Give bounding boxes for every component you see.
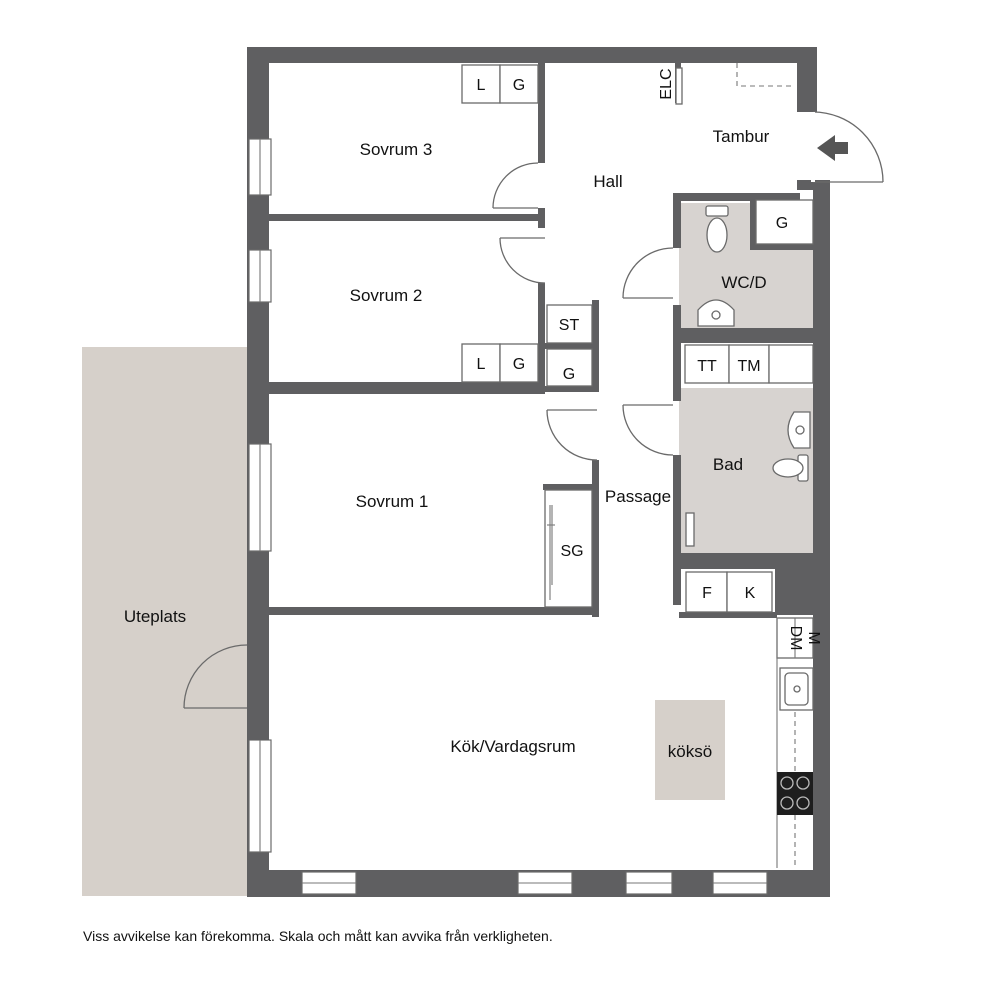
room-label-wcd: WC/D bbox=[721, 273, 766, 292]
fixture-label-st: ST bbox=[559, 317, 580, 334]
fixture-label-tm: TM bbox=[737, 358, 760, 375]
room-label-passage: Passage bbox=[605, 487, 671, 506]
interior-walls bbox=[247, 63, 815, 740]
room-label-tambur: Tambur bbox=[713, 127, 770, 146]
entrance-arrow-icon bbox=[817, 135, 848, 161]
stove-icon bbox=[777, 772, 813, 815]
room-label-bad: Bad bbox=[713, 455, 743, 474]
room-label-hall: Hall bbox=[593, 172, 622, 191]
fixture-label-dm: DM bbox=[787, 626, 804, 651]
windows bbox=[248, 138, 768, 895]
toilet-icon bbox=[705, 205, 809, 482]
room-label-sovrum1: Sovrum 1 bbox=[356, 492, 429, 511]
fixture-boxes bbox=[461, 64, 814, 868]
fixture-label-m: M bbox=[805, 631, 822, 644]
fixture-label-elc: ELC bbox=[658, 68, 675, 99]
entrance-doorway bbox=[811, 112, 815, 182]
sink-icon bbox=[697, 299, 814, 711]
fixture-label-k: K bbox=[745, 585, 756, 602]
room-label-koksö: köksö bbox=[668, 742, 712, 761]
disclaimer-text: Viss avvikelse kan förekomma. Skala och … bbox=[83, 928, 553, 944]
fixture-label-tt: TT bbox=[697, 358, 717, 375]
terrace-area bbox=[82, 347, 249, 896]
fixture-label-g: G bbox=[776, 215, 788, 232]
fixture-label-l: L bbox=[477, 356, 486, 373]
room-label-sovrum2: Sovrum 2 bbox=[350, 286, 423, 305]
fixture-label-g: G bbox=[563, 366, 575, 383]
kitchen-island bbox=[655, 700, 725, 800]
room-label-kok-vardagsrum: Kök/Vardagsrum bbox=[450, 737, 575, 756]
fixture-label-sg: SG bbox=[560, 543, 583, 560]
fixture-label-l: L bbox=[477, 77, 486, 94]
tambur-dashed-line bbox=[736, 63, 793, 87]
fixture-label-g: G bbox=[513, 77, 525, 94]
fixture-label-f: F bbox=[702, 585, 712, 602]
room-label-uteplats: Uteplats bbox=[124, 607, 186, 626]
elc-panel bbox=[675, 67, 683, 105]
fixture-label-g: G bbox=[513, 356, 525, 373]
room-label-sovrum3: Sovrum 3 bbox=[360, 140, 433, 159]
doors bbox=[183, 111, 884, 709]
